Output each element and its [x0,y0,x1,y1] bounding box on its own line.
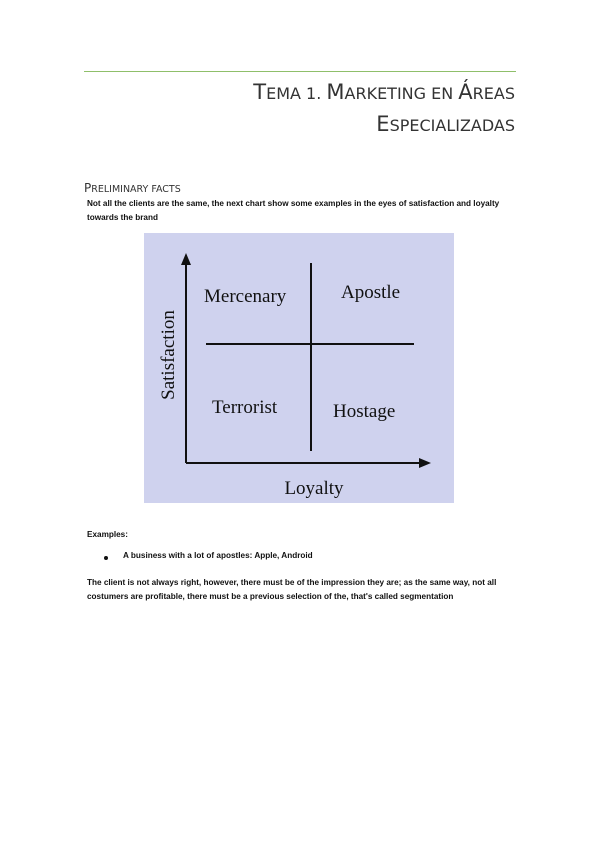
page-title-line-1: Tema 1. Marketing en Áreas [253,80,515,104]
examples-label: Examples: [87,530,128,539]
section-heading: Preliminary facts [84,181,181,195]
quadrant-bottom-left: Terrorist [212,397,278,418]
bullet-icon [104,556,108,560]
quadrant-top-left: Mercenary [204,286,287,307]
list-item-text: A business with a lot of apostles: Apple… [123,551,313,560]
page-title-line-2: Especializadas [376,112,515,136]
loyalty-satisfaction-diagram: Mercenary Apostle Terrorist Hostage Sati… [144,233,454,503]
quadrant-bottom-right: Hostage [333,401,395,422]
quadrant-top-right: Apostle [341,282,400,303]
x-axis-arrow-icon [419,458,431,468]
y-axis-arrow-icon [181,253,191,265]
header-rule [84,71,516,72]
y-axis-label: Satisfaction [158,310,179,400]
intro-paragraph: Not all the clients are the same, the ne… [87,199,500,222]
closing-paragraph: The client is not always right, however,… [87,578,497,601]
x-axis-label: Loyalty [284,478,344,499]
diagram-svg: Mercenary Apostle Terrorist Hostage Sati… [158,253,431,499]
